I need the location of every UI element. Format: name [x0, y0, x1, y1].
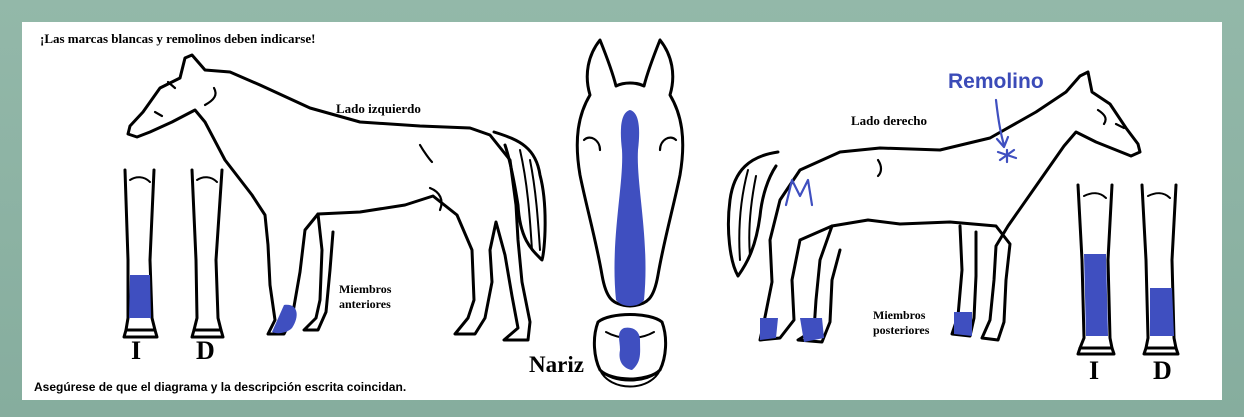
left-side-horse	[128, 55, 545, 340]
label-front-legs-line1: Miembros	[339, 282, 391, 297]
label-hind-legs-line1: Miembros	[873, 308, 929, 323]
instruction-heading: ¡Las marcas blancas y remolinos deben in…	[40, 31, 315, 47]
label-right-panel-d: D	[1153, 356, 1172, 386]
label-hind-legs-line2: posteriores	[873, 323, 929, 338]
left-panel-leg-d-knee	[197, 177, 217, 182]
label-nose: Nariz	[529, 352, 584, 378]
face-left-eye	[584, 138, 600, 150]
label-whorl: Remolino	[948, 70, 1044, 94]
label-right-panel-i: I	[1089, 356, 1099, 386]
instruction-footer: Asegúrese de que el diagrama y la descri…	[34, 380, 406, 394]
right-panel-leg-i-knee	[1084, 193, 1106, 198]
right-panel-leg-d-knee	[1148, 193, 1170, 198]
muzzle-marking	[619, 328, 640, 370]
label-hind-legs: Miembros posteriores	[873, 308, 929, 338]
label-right-side: Lado derecho	[851, 113, 927, 129]
label-left-panel-i: I	[131, 336, 141, 366]
right-panel-leg-d-marking	[1150, 288, 1174, 336]
label-front-legs-line2: anteriores	[339, 297, 391, 312]
right-horse-front-marking	[954, 312, 972, 336]
left-leg-panels	[124, 170, 223, 337]
right-horse-hind-left-marking	[760, 318, 778, 340]
left-horse-outline	[128, 55, 530, 340]
face-right-eye	[660, 138, 676, 150]
left-horse-inner-leg	[304, 214, 333, 330]
whorl-symbol	[998, 150, 1016, 162]
right-leg-panels	[1078, 185, 1178, 354]
label-left-panel-d: D	[196, 336, 215, 366]
right-panel-leg-i-marking	[1084, 254, 1108, 336]
left-panel-leg-i-knee	[130, 177, 150, 182]
label-front-legs: Miembros anteriores	[339, 282, 391, 312]
front-face	[577, 40, 683, 387]
left-panel-leg-d	[192, 170, 222, 330]
whorl-indicator	[996, 100, 1016, 162]
face-blaze	[614, 110, 645, 306]
right-horse-hind-right-marking	[800, 318, 824, 342]
left-panel-leg-i-marking	[129, 275, 151, 318]
label-left-side: Lado izquierdo	[336, 101, 421, 117]
right-horse-body-mark	[878, 160, 881, 176]
